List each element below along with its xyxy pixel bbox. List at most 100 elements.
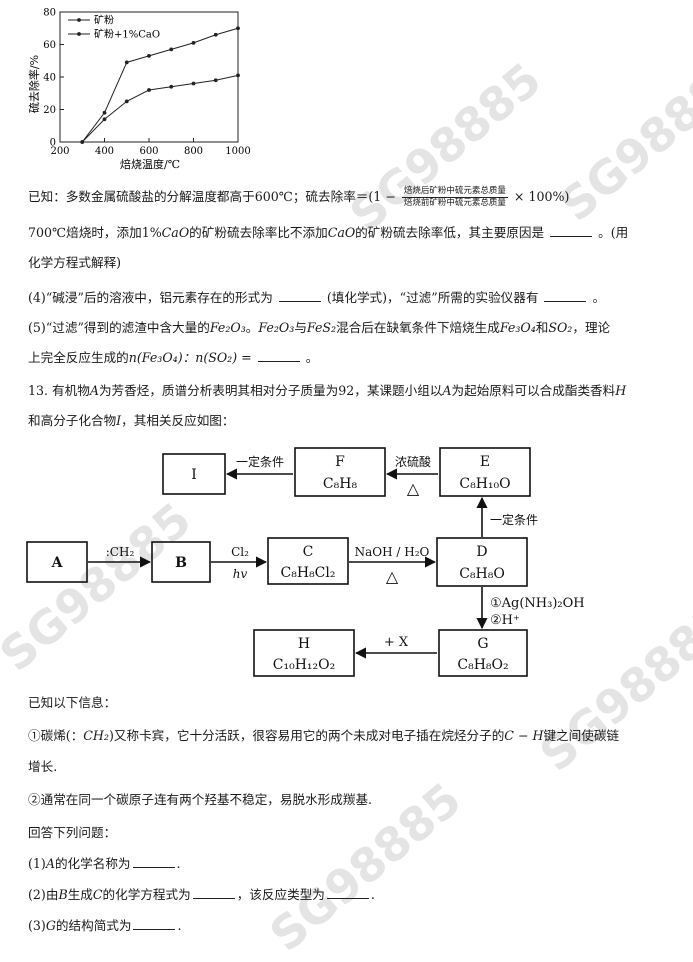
- compound-a: A: [442, 383, 452, 398]
- q13-text: ，其相关反应如图：: [121, 413, 235, 428]
- formula-fe2o3: Fe₂O₃: [258, 320, 295, 335]
- known-suffix: × 100%): [513, 189, 570, 204]
- answer-heading: 回答下列问题：: [28, 824, 116, 842]
- y-tick-label: 40: [43, 73, 56, 84]
- box-d: [436, 537, 528, 587]
- y-axis-label: 硫去除率/%: [27, 55, 41, 113]
- y-tick-label: 60: [43, 40, 56, 51]
- formula-fes2: FeS₂: [306, 320, 337, 335]
- answer-blank[interactable]: [326, 886, 369, 899]
- legend-label: 矿粉+1%CaO: [94, 28, 160, 41]
- q5-text: ，理论: [572, 320, 611, 335]
- y-tick-label: 20: [43, 105, 56, 116]
- legend-marker: [77, 32, 81, 36]
- q5-text: 上完全反应生成的: [28, 350, 129, 365]
- compound-b: B: [58, 887, 68, 902]
- box-b: [151, 541, 211, 583]
- data-point: [147, 53, 151, 58]
- data-point: [102, 110, 107, 115]
- q13-text: 为芳香烃，质谱分析表明其相对分子质量为92，某课题小组以: [98, 383, 443, 398]
- q3-text: 化学方程式解释): [28, 255, 122, 270]
- data-point: [191, 81, 196, 86]
- reagent-x: + X: [384, 635, 409, 650]
- answer-blank[interactable]: [133, 917, 176, 930]
- x-tick-label: 1000: [225, 146, 250, 157]
- fraction-numerator: 焙烧后矿粉中硫元素总质量: [401, 186, 508, 198]
- y-tick-label: 80: [43, 8, 56, 19]
- series-line-1: [81, 74, 239, 143]
- answer-blank[interactable]: [192, 886, 235, 899]
- answer-line-1: (1)A的化学名称为.: [28, 855, 181, 873]
- info-text: )又称卡宾，它十分活跃，很容易用它的两个未成对电子插在烷烃分子的: [108, 728, 505, 743]
- legend-label: 矿粉: [94, 14, 114, 27]
- label-b: B: [175, 555, 187, 571]
- q3-text: 700℃焙烧时，添加1%: [28, 225, 162, 240]
- info-line-3: ②通常在同一个碳原子连有两个羟基不稳定，易脱水形成羰基.: [28, 791, 372, 809]
- reagent-tollens: ①Ag(NH₃)₂OH: [490, 596, 585, 611]
- label-c: C: [303, 544, 314, 560]
- answer-blank[interactable]: [550, 224, 593, 237]
- box-c: [267, 537, 349, 585]
- label-e: E: [480, 454, 490, 470]
- watermark: SG98885: [549, 42, 693, 232]
- answer-line-3: (3)G的结构简式为.: [28, 917, 181, 935]
- answer-blank[interactable]: [132, 855, 175, 868]
- q3-line-1: 700℃焙烧时，添加1%CaO的矿粉硫去除率比不添加CaO的矿粉硫去除率低，其主…: [28, 224, 628, 242]
- box-i: [162, 453, 226, 495]
- q13-text: 和高分子化合物: [28, 413, 117, 428]
- reagent-ch2: :CH₂: [106, 545, 135, 559]
- formula-e: C₈H₁₀O: [459, 476, 510, 492]
- data-point: [236, 26, 240, 31]
- data-point: [102, 117, 107, 122]
- data-point: [124, 60, 129, 65]
- answer-blank[interactable]: [257, 349, 300, 362]
- label-d: D: [476, 544, 487, 560]
- answer-text: (1): [28, 856, 46, 871]
- formula-ch2: CH₂: [83, 728, 109, 743]
- label-i: I: [191, 467, 197, 483]
- info-text: 键之间使碳链: [543, 728, 620, 743]
- q5-text: 。: [305, 350, 319, 365]
- reagent-cl2: Cl₂: [231, 545, 249, 559]
- formula-cao: CaO: [161, 225, 190, 240]
- series-line-2: [81, 27, 239, 143]
- answer-text: 的结构简式为: [55, 918, 132, 933]
- compound-a: A: [89, 383, 99, 398]
- formula-fe2o3: Fe₂O₃: [209, 320, 246, 335]
- compound-c: C: [92, 887, 103, 902]
- compound-i: I: [116, 413, 122, 428]
- answer-blank[interactable]: [278, 289, 321, 302]
- reagent-naoh: NaOH / H₂O: [355, 545, 430, 559]
- reaction-scheme: I F C₈H₈ E C₈H₁₀O A B C C₈H₈Cl₂ D C₈H₈O …: [26, 447, 585, 677]
- x-axis-label: 焙烧温度/℃: [120, 157, 180, 171]
- answer-blank[interactable]: [544, 289, 587, 302]
- answer-text: 的化学方程式为: [102, 887, 191, 902]
- q5-line-2: 上完全反应生成的n(Fe₃O₄)：n(SO₂) = 。: [28, 349, 318, 367]
- box-a: [26, 541, 88, 583]
- q13-line-2: 和高分子化合物I，其相关反应如图：: [28, 412, 234, 430]
- answer-text: .: [177, 918, 182, 933]
- q13-text: 13. 有机物: [28, 383, 90, 398]
- q5-text: 。: [245, 320, 259, 335]
- x-tick-label: 800: [184, 146, 203, 157]
- answer-text: (3): [28, 918, 46, 933]
- answer-line-2: (2)由B生成C的化学方程式为，该反应类型为.: [28, 886, 375, 904]
- condition-fi: 一定条件: [236, 454, 284, 469]
- x-tick-label: 400: [95, 146, 114, 157]
- q5-text: (5)“过滤”得到的滤渣中含大量的: [28, 320, 210, 335]
- formula-so2: SO₂: [548, 320, 573, 335]
- q13-line-1: 13. 有机物A为芳香烃，质谱分析表明其相对分子质量为92，某课题小组以A为起始…: [28, 382, 626, 400]
- answer-text: 的化学名称为: [54, 856, 131, 871]
- q5-text: 混合后在缺氧条件下焙烧生成: [336, 320, 500, 335]
- formula-g: C₈H₈O₂: [457, 657, 508, 673]
- q5-text: 与: [294, 320, 307, 335]
- data-point: [147, 88, 151, 92]
- heat-icon: △: [407, 479, 420, 498]
- formula-c: C₈H₈Cl₂: [281, 565, 336, 581]
- info-heading: 已知以下信息：: [28, 694, 116, 712]
- formula-d: C₈H₈O: [459, 566, 505, 582]
- data-point: [191, 40, 196, 45]
- formula-ch-bond: C − H: [504, 728, 544, 743]
